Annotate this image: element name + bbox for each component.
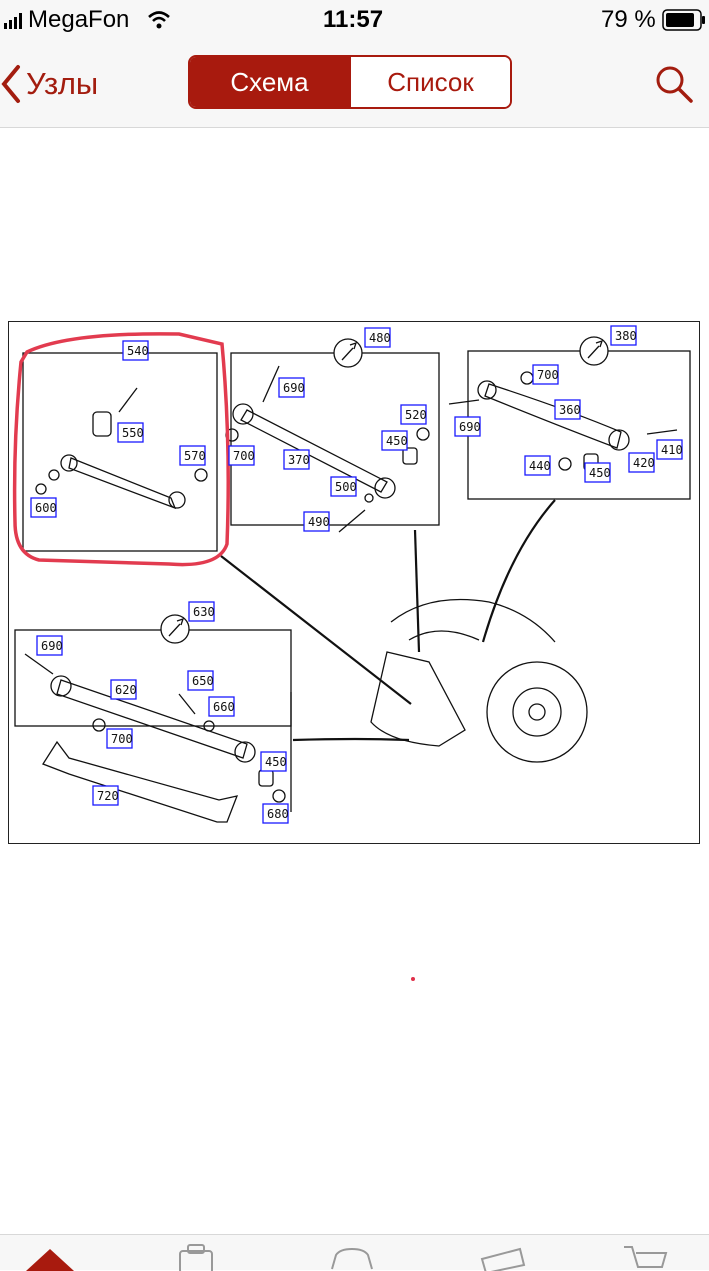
search-icon[interactable] <box>654 64 694 104</box>
callout-label: 690 <box>459 420 481 434</box>
callout-label: 520 <box>405 408 427 422</box>
callout-440[interactable]: 440 <box>524 455 551 476</box>
nav-bar: Узлы Схема Список <box>0 40 709 128</box>
callout-label: 700 <box>537 368 559 382</box>
callout-480[interactable]: 480 <box>364 327 391 348</box>
battery-percent: 79 % <box>601 6 656 33</box>
callout-540[interactable]: 540 <box>122 340 149 361</box>
carrier-name: MegaFon <box>28 6 130 33</box>
callout-label: 600 <box>35 501 57 515</box>
battery-icon <box>662 9 705 31</box>
callout-label: 450 <box>589 466 611 480</box>
callout-370[interactable]: 370 <box>283 449 310 470</box>
parts-diagram-canvas: 540 550 570 600 480 690 700 370 520 450 500 490 380 7… <box>12 325 691 824</box>
callout-label: 660 <box>213 700 235 714</box>
callout-label: 490 <box>308 515 330 529</box>
callout-label: 420 <box>633 456 655 470</box>
callout-label: 360 <box>559 403 581 417</box>
callout-label: 700 <box>111 732 133 746</box>
callout-680[interactable]: 680 <box>262 803 289 824</box>
callout-520[interactable]: 520 <box>400 404 427 425</box>
callout-label: 380 <box>615 329 637 343</box>
tab-list[interactable]: Список <box>349 57 510 107</box>
callout-label: 370 <box>288 453 310 467</box>
callout-700[interactable]: 700 <box>106 728 133 749</box>
callout-700[interactable]: 700 <box>532 364 559 385</box>
callout-380[interactable]: 380 <box>610 325 637 346</box>
back-button[interactable]: Узлы <box>0 62 98 106</box>
callout-490[interactable]: 490 <box>303 511 330 532</box>
callout-420[interactable]: 420 <box>628 452 655 473</box>
callout-700[interactable]: 700 <box>228 445 255 466</box>
callout-690[interactable]: 690 <box>278 377 305 398</box>
parts-icon[interactable] <box>476 1241 528 1271</box>
home-icon[interactable] <box>24 1241 76 1271</box>
callout-label: 650 <box>192 674 214 688</box>
view-switcher: Схема Список <box>188 55 512 109</box>
callout-410[interactable]: 410 <box>656 439 683 460</box>
callout-650[interactable]: 650 <box>187 670 214 691</box>
callout-label: 720 <box>97 789 119 803</box>
callout-label: 570 <box>184 449 206 463</box>
callout-label: 700 <box>233 449 255 463</box>
callout-label: 480 <box>369 331 391 345</box>
chevron-left-icon <box>1 65 20 103</box>
marker-dot <box>411 977 415 981</box>
callout-720[interactable]: 720 <box>92 785 119 806</box>
status-bar: MegaFon 11:57 79 % <box>0 0 709 40</box>
callout-label: 690 <box>41 639 63 653</box>
catalog-icon[interactable] <box>170 1241 222 1271</box>
callout-label: 450 <box>386 434 408 448</box>
callout-550[interactable]: 550 <box>117 422 144 443</box>
callout-630[interactable]: 630 <box>188 601 215 622</box>
callout-label: 540 <box>127 344 149 358</box>
callout-600[interactable]: 600 <box>30 497 57 518</box>
callout-450[interactable]: 450 <box>260 751 287 772</box>
callout-690[interactable]: 690 <box>36 635 63 656</box>
signal-icon <box>4 13 22 29</box>
clock: 11:57 <box>323 6 384 33</box>
callout-450[interactable]: 450 <box>381 430 408 451</box>
callout-label: 690 <box>283 381 305 395</box>
back-label: Узлы <box>26 66 99 101</box>
cart-icon[interactable] <box>620 1241 672 1271</box>
highlight-outline <box>12 332 230 567</box>
callout-label: 500 <box>335 480 357 494</box>
car-icon[interactable] <box>326 1241 378 1271</box>
callout-label: 440 <box>529 459 551 473</box>
callout-label: 450 <box>265 755 287 769</box>
callout-620[interactable]: 620 <box>110 679 137 700</box>
callout-660[interactable]: 660 <box>208 696 235 717</box>
callout-label: 550 <box>122 426 144 440</box>
callout-570[interactable]: 570 <box>179 445 206 466</box>
callout-690[interactable]: 690 <box>454 416 481 437</box>
parts-diagram: 540 550 570 600 480 690 700 370 520 450 500 490 380 7… <box>8 321 700 844</box>
callout-360[interactable]: 360 <box>554 399 581 420</box>
callout-label: 410 <box>661 443 683 457</box>
callout-label: 620 <box>115 683 137 697</box>
callout-500[interactable]: 500 <box>330 476 357 497</box>
callout-label: 630 <box>193 605 215 619</box>
tab-scheme[interactable]: Схема <box>190 57 349 107</box>
callout-450[interactable]: 450 <box>584 462 611 483</box>
callout-label: 680 <box>267 807 289 821</box>
tab-bar <box>0 1234 709 1271</box>
wifi-icon <box>148 11 170 29</box>
